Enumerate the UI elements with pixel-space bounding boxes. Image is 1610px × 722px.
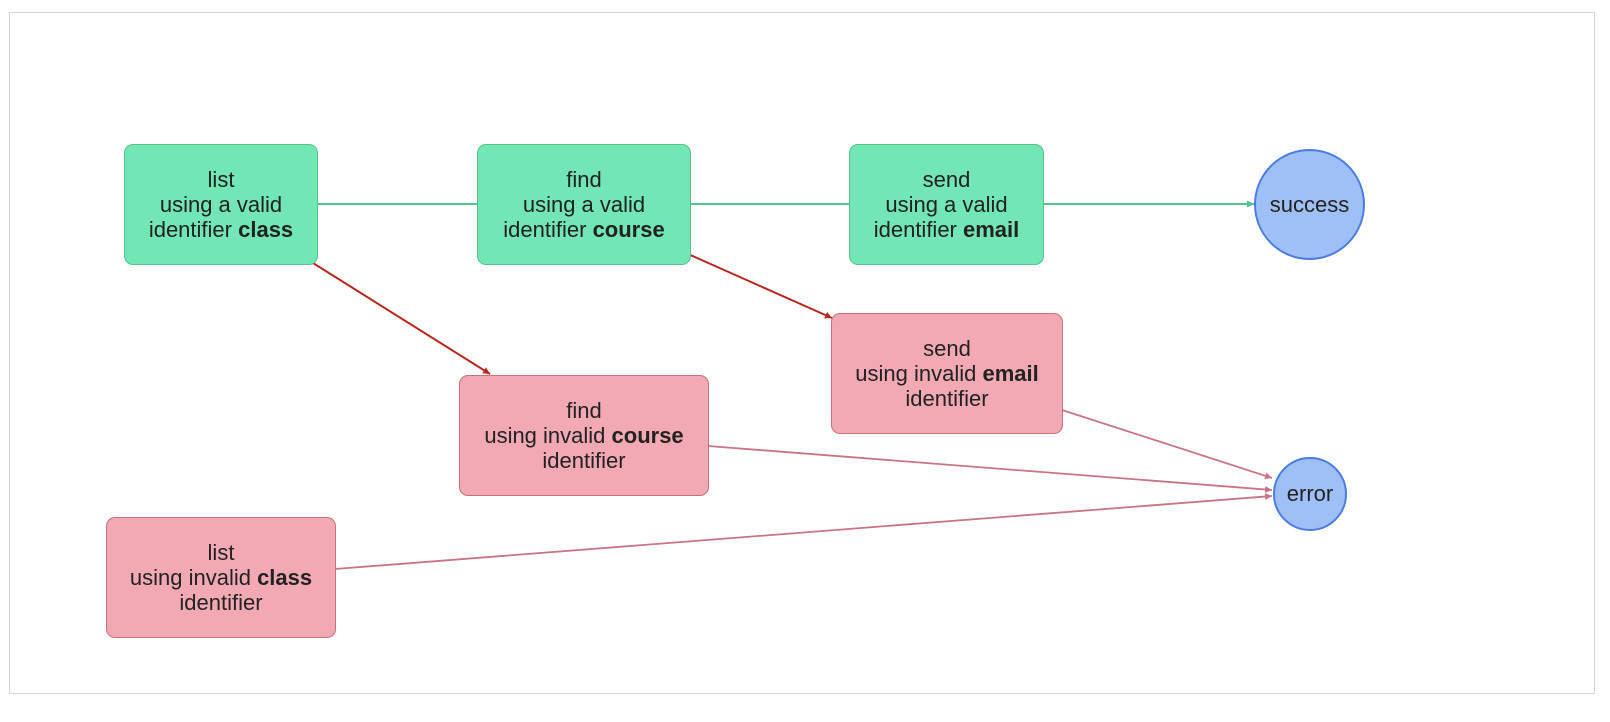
node-line: find [566, 398, 602, 423]
node-label: error [1286, 481, 1334, 506]
node-find-invalid-course[interactable]: find using invalid course identifier [459, 375, 709, 496]
keyword: course [592, 217, 665, 242]
node-line: identifier course [503, 217, 665, 242]
node-list-invalid-class[interactable]: list using invalid class identifier [106, 517, 336, 638]
node-line: find [566, 167, 602, 192]
node-error[interactable]: error [1273, 457, 1347, 531]
edge-find-invalid-to-error [707, 445, 1273, 493]
node-line: list [207, 540, 235, 565]
node-list-valid-class[interactable]: list using a valid identifier class [124, 144, 318, 265]
keyword: course [611, 423, 684, 448]
node-send-invalid-email[interactable]: send using invalid email identifier [831, 313, 1063, 434]
edge-list-invalid-to-error [334, 493, 1273, 570]
keyword: email [963, 217, 1020, 242]
node-line: identifier [179, 590, 263, 615]
node-success[interactable]: success [1254, 149, 1365, 260]
node-label: success [1269, 191, 1350, 217]
keyword: class [257, 565, 313, 590]
edge-list-to-find-invalid [312, 262, 491, 375]
node-find-valid-course[interactable]: find using a valid identifier course [477, 144, 691, 265]
node-line: using invalid class [129, 565, 313, 590]
node-line: identifier class [148, 217, 294, 242]
node-line: identifier email [873, 217, 1020, 242]
node-line: using a valid [159, 192, 283, 217]
node-line: list [207, 167, 235, 192]
edge-send-invalid-to-error [1061, 409, 1273, 480]
node-line: identifier [905, 386, 989, 411]
node-line: send [922, 167, 971, 192]
node-line: using a valid [522, 192, 646, 217]
keyword: class [238, 217, 294, 242]
node-line: using a valid [885, 192, 1008, 217]
keyword: email [982, 361, 1039, 386]
edge-find-to-send-invalid [687, 253, 833, 319]
node-send-valid-email[interactable]: send using a valid identifier email [849, 144, 1044, 265]
node-line: identifier [542, 448, 626, 473]
node-line: using invalid email [855, 361, 1039, 386]
node-line: send [923, 336, 971, 361]
node-line: using invalid course [484, 423, 684, 448]
